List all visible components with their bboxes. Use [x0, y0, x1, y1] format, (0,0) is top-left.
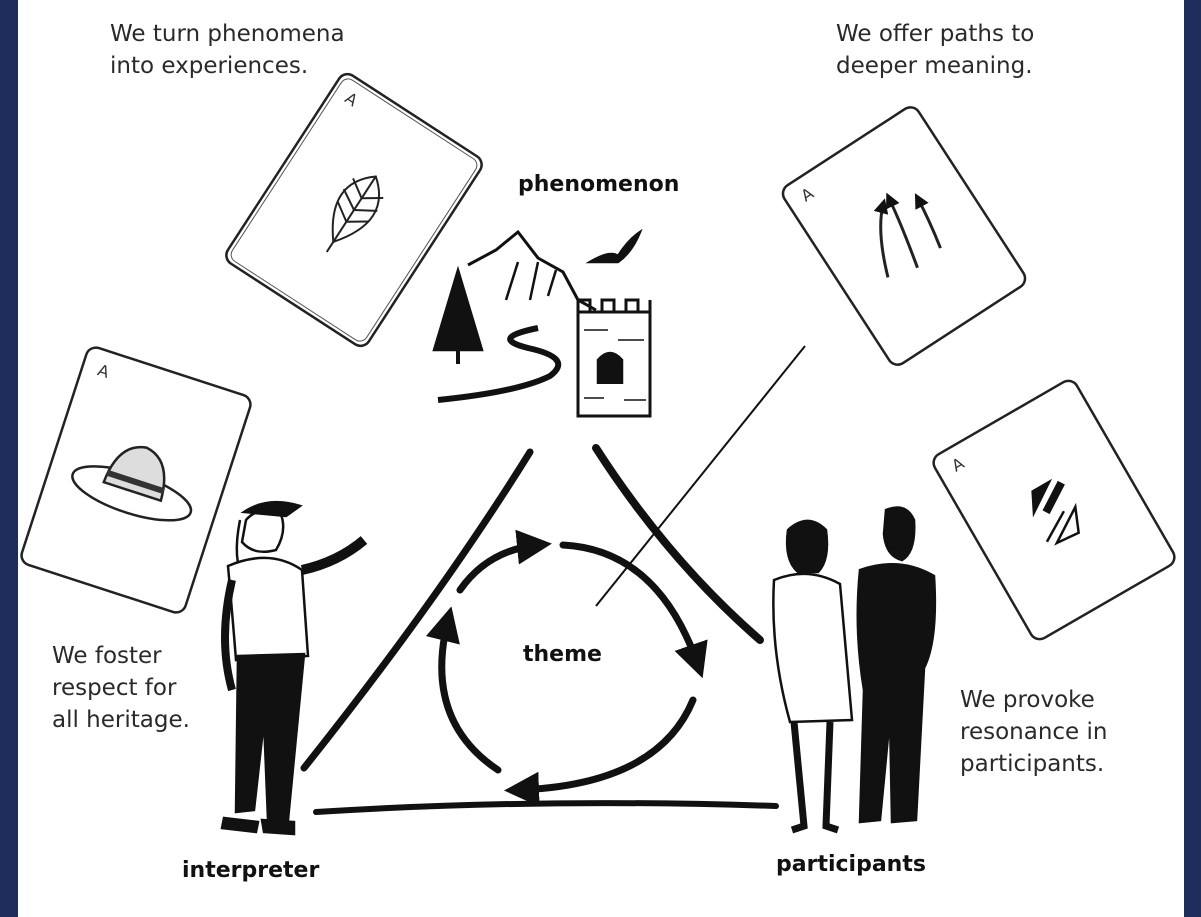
pointer-line [595, 345, 806, 607]
interpreter-figure [220, 500, 368, 836]
leaf-icon [325, 175, 384, 253]
label-phenomenon: phenomenon [518, 172, 680, 197]
caption-left: We foster respect for all heritage. [52, 640, 190, 736]
eagle-icon [585, 228, 643, 264]
river-path [437, 325, 562, 403]
ranger-hat-icon [71, 445, 193, 522]
cycle-arrow [559, 541, 708, 679]
caption-line: We turn phenomena [110, 21, 345, 47]
card-paths: A [781, 106, 1027, 366]
caption-line: resonance in [960, 719, 1108, 745]
card-exchange: A [932, 379, 1176, 641]
mountain-icon [467, 229, 597, 312]
caption-line: into experiences. [110, 53, 309, 79]
landscape-illustration [432, 228, 652, 418]
edge-phenomenon-participants [592, 444, 764, 644]
caption-line: respect for [52, 675, 177, 701]
label-participants: participants [776, 852, 926, 877]
caption-line: participants. [960, 751, 1105, 777]
caption-line: We offer paths to [836, 21, 1035, 47]
caption-top-left: We turn phenomena into experiences. [110, 18, 345, 82]
participants-figures [772, 506, 937, 834]
label-theme: theme [523, 642, 602, 667]
paths-icon [873, 192, 942, 278]
illustration: A A A [20, 72, 1176, 836]
triangle-edges [300, 444, 779, 815]
diagram-canvas: We turn phenomena into experiences. We o… [18, 0, 1184, 917]
card-leaf: A [225, 72, 483, 348]
cycle-arrow [456, 529, 552, 594]
cycle-arrow [425, 606, 502, 774]
edge-phenomenon-interpreter [300, 448, 534, 772]
caption-top-right: We offer paths to deeper meaning. [836, 18, 1034, 82]
edge-interpreter-participants [313, 800, 779, 815]
label-interpreter: interpreter [182, 858, 320, 883]
caption-line: We foster [52, 643, 162, 669]
caption-line: We provoke [960, 687, 1095, 713]
theme-cycle [425, 529, 708, 807]
caption-line: deeper meaning. [836, 53, 1033, 79]
caption-right: We provoke resonance in participants. [960, 684, 1107, 780]
tree-icon [432, 265, 484, 352]
castle-tower-icon [576, 298, 652, 418]
card-hat: A [20, 346, 252, 614]
caption-line: all heritage. [52, 707, 190, 733]
exchange-arrows-icon [1031, 478, 1081, 546]
cycle-arrow [504, 696, 697, 807]
